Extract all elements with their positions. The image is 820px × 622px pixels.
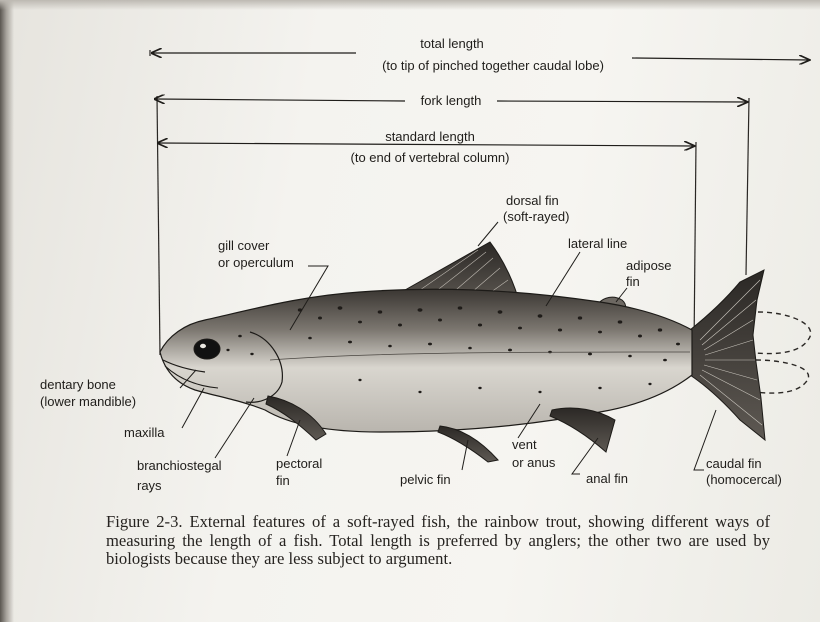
fork-length-label: fork length: [421, 93, 482, 108]
pinched-caudal-lobes: [755, 312, 811, 393]
adipose-fin-label: fin: [626, 274, 640, 289]
pectoral-fin-label: fin: [276, 473, 290, 488]
pectoral-label: pectoral: [276, 456, 322, 471]
pelvic-fin: [438, 426, 498, 462]
total-length-label: total length: [420, 36, 484, 51]
pelvic-fin-label: pelvic fin: [400, 472, 451, 487]
maxilla-label: maxilla: [124, 425, 165, 440]
branchiostegal-label: branchiostegal: [137, 458, 222, 473]
branchiostegal-rays-label: rays: [137, 478, 162, 493]
fish-body: [160, 289, 692, 432]
anal-fin-label: anal fin: [586, 471, 628, 486]
standard-length-label: standard length: [385, 129, 475, 144]
dorsal-fin-label: dorsal fin: [506, 193, 559, 208]
gill-cover-note: or operculum: [218, 255, 294, 270]
caudal-fin: [690, 270, 765, 440]
fork-length-arrow-left: [155, 99, 405, 101]
total-length-note: (to tip of pinched together caudal lobe): [382, 58, 604, 73]
gill-cover-label: gill cover: [218, 238, 270, 253]
fork-length-arrow-right: [497, 101, 748, 102]
dentary-bone-note: (lower mandible): [40, 394, 136, 409]
standard-end-line: [694, 142, 696, 348]
dorsal-fin-note: (soft-rayed): [503, 209, 569, 224]
lateral-line-label: lateral line: [568, 236, 627, 251]
eye-highlight: [200, 344, 206, 348]
fork-end-line: [746, 98, 749, 275]
standard-length-note: (to end of vertebral column): [351, 150, 510, 165]
eye: [194, 339, 220, 359]
vent-label: vent: [512, 437, 537, 452]
caudal-fin-label: caudal fin: [706, 456, 762, 471]
adipose-label: adipose: [626, 258, 672, 273]
vent-note: or anus: [512, 455, 556, 470]
nose-guide-line: [157, 96, 160, 355]
dentary-bone-label: dentary bone: [40, 377, 116, 392]
caudal-fin-note: (homocercal): [706, 472, 782, 487]
figure-caption: Figure 2-3. External features of a soft-…: [106, 513, 770, 569]
total-length-arrow-right: [632, 58, 810, 60]
anal-fin: [550, 408, 615, 452]
